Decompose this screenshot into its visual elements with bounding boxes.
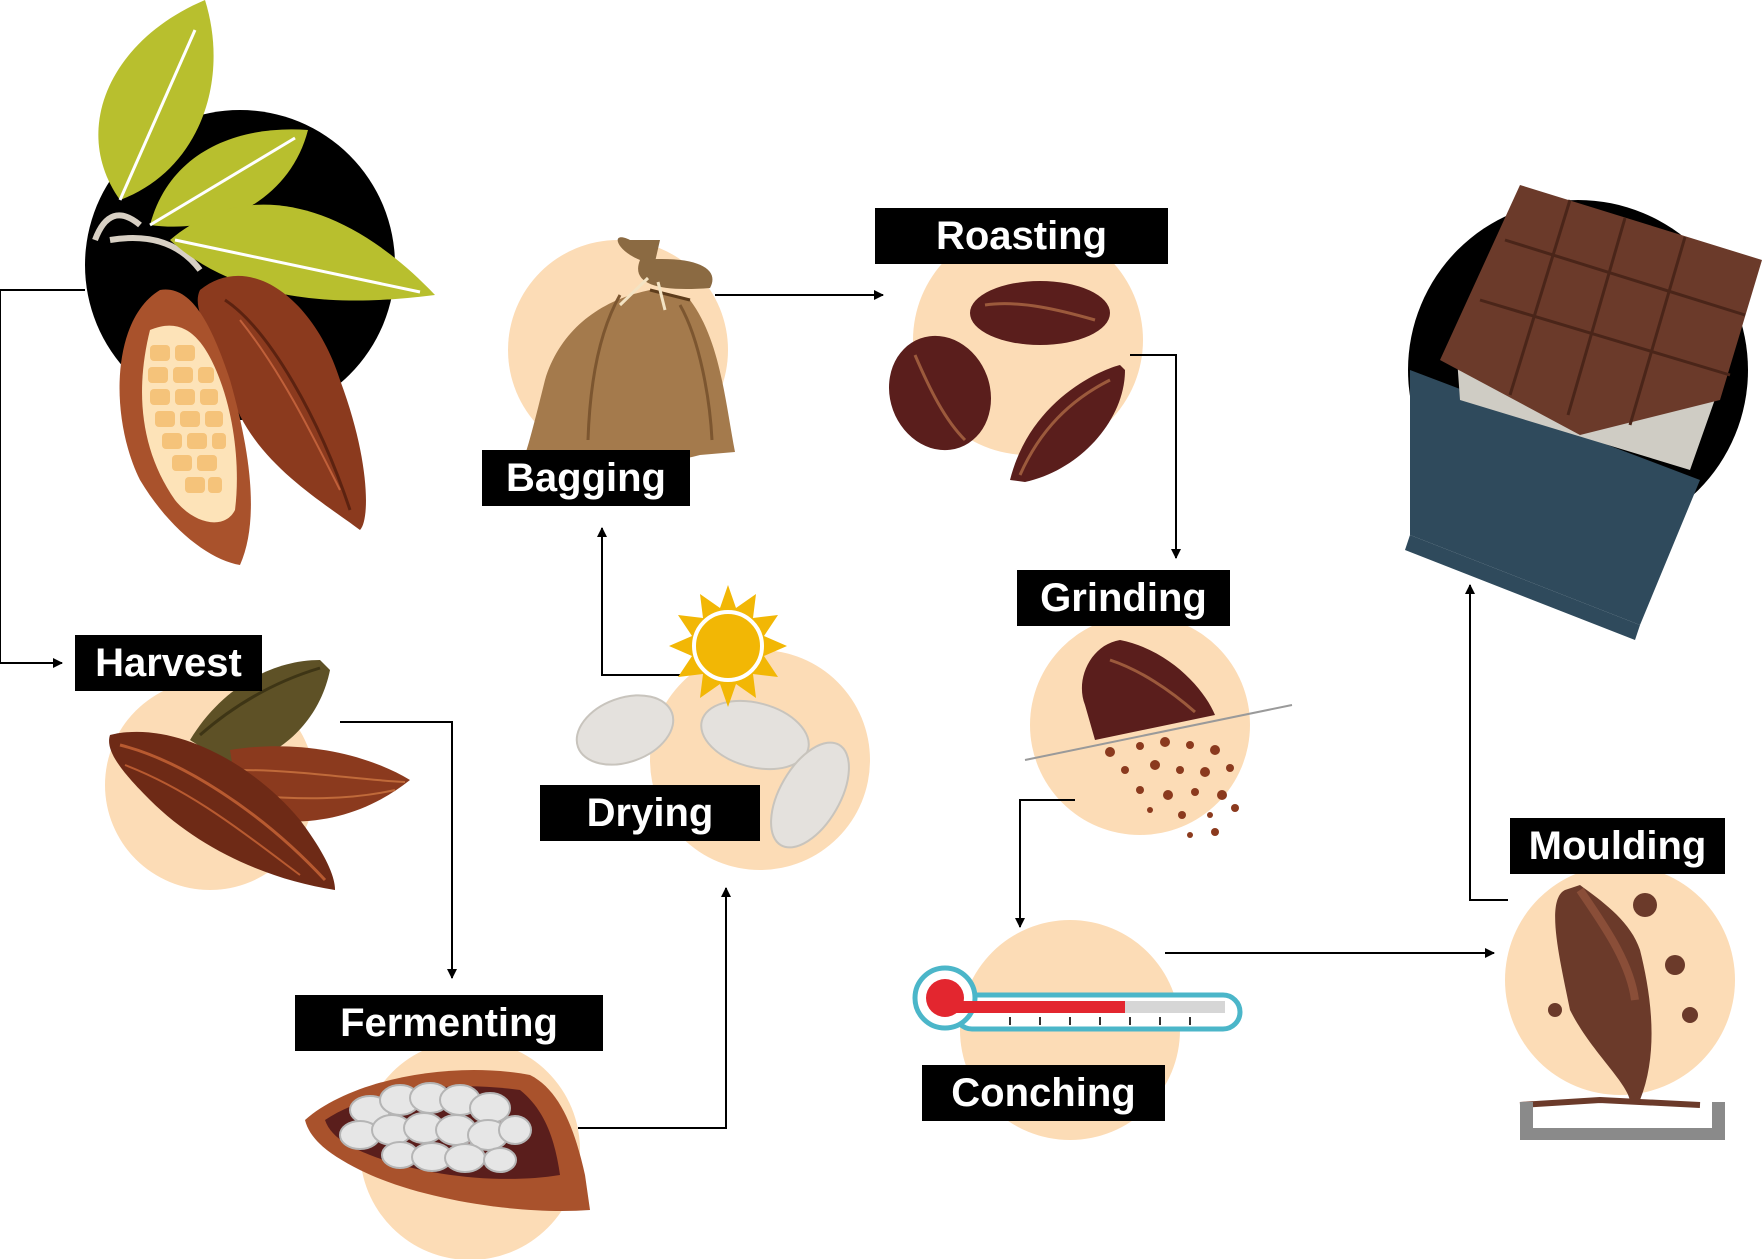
thermometer-icon — [912, 965, 1243, 1032]
chocolate-bar-icon — [1405, 185, 1762, 640]
arrow-fermenting-to-drying — [578, 887, 731, 1129]
arrow-roasting-to-grinding — [1130, 354, 1181, 559]
arrow-harvest-to-fermenting — [340, 721, 457, 979]
chocolate-splash-icon — [1519, 885, 1725, 1140]
label-grinding: Grinding — [1017, 570, 1230, 626]
label-bagging: Bagging — [482, 450, 690, 506]
dry-beans-icon — [575, 694, 850, 849]
label-roasting: Roasting — [875, 208, 1168, 264]
label-fermenting: Fermenting — [295, 995, 603, 1051]
arrow-tree-to-harvest — [0, 289, 85, 668]
flow-arrows — [0, 289, 1508, 1129]
cocoa-tree-icon — [92, 0, 435, 565]
cocoa-pods-icon — [109, 660, 410, 890]
label-moulding: Moulding — [1510, 818, 1725, 874]
label-drying: Drying — [540, 785, 760, 841]
ground-bean-icon — [1024, 640, 1293, 838]
arrow-moulding-to-bar — [1465, 584, 1508, 901]
label-harvest: Harvest — [75, 635, 262, 691]
roasted-beans-icon — [888, 281, 1125, 482]
arrow-grinding-to-conching — [1015, 799, 1075, 928]
open-pod-icon — [305, 1070, 590, 1211]
arrow-drying-to-bagging — [597, 527, 680, 676]
sun-icon — [669, 585, 787, 707]
label-conching: Conching — [922, 1065, 1165, 1121]
sack-icon — [525, 237, 735, 466]
